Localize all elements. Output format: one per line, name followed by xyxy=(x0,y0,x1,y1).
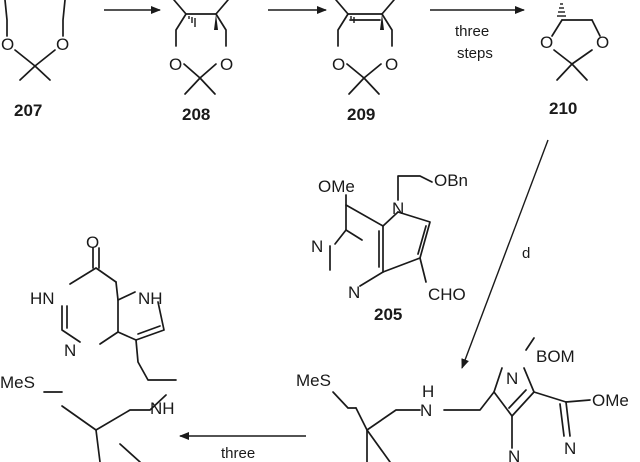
atom-o-207b: O xyxy=(56,35,69,54)
reaction-arrow-d xyxy=(461,139,549,369)
compound-label-208: 208 xyxy=(182,105,210,124)
compound-205-structure: OMe N OBn N N CHO xyxy=(311,171,468,304)
atom-o-207a: O xyxy=(1,35,14,54)
atom-n-final: N xyxy=(64,341,76,360)
atom-o-210b: O xyxy=(596,33,609,52)
compound-210-structure: O O xyxy=(540,3,609,81)
atom-mes-bom: MeS xyxy=(296,371,331,390)
atom-n-205a: N xyxy=(311,237,323,256)
compound-label-205: 205 xyxy=(374,305,402,324)
atom-ome-bom: OMe xyxy=(592,391,629,410)
atom-obn-205: OBn xyxy=(434,171,468,190)
compound-label-210: 210 xyxy=(549,99,577,118)
atom-mes-final: MeS xyxy=(0,373,35,392)
compound-bom-intermediate-structure: MeS H N N BOM OMe N N xyxy=(296,337,629,462)
condition-three-bottom: three xyxy=(221,445,255,462)
atom-n-bom: N xyxy=(420,401,432,420)
atom-n-205-pyrrole: N xyxy=(392,199,404,218)
atom-nh-final-amine: NH xyxy=(150,399,175,418)
atom-o-209a: O xyxy=(332,55,345,74)
compound-final-product-structure: O HN NH N MeS NH xyxy=(0,233,177,462)
compound-208-structure: O O xyxy=(169,0,233,95)
atom-ome-205: OMe xyxy=(318,177,355,196)
atom-n-bom-pyrrole: N xyxy=(506,369,518,388)
atom-n-imidate: N xyxy=(564,439,576,458)
atom-cho-205: CHO xyxy=(428,285,466,304)
atom-bom: BOM xyxy=(536,347,575,366)
condition-three: three xyxy=(455,23,489,40)
atom-n-205b: N xyxy=(348,283,360,302)
atom-o-208a: O xyxy=(169,55,182,74)
atom-nh-final-pyrrole: NH xyxy=(138,289,163,308)
compound-209-structure: O O xyxy=(332,0,398,95)
compound-label-207: 207 xyxy=(14,101,42,120)
atom-h-bom: H xyxy=(422,382,434,401)
compound-label-209: 209 xyxy=(347,105,375,124)
condition-d: d xyxy=(522,245,530,262)
compound-207-structure: O O xyxy=(1,0,69,81)
atom-n-bom-lower: N xyxy=(508,447,520,462)
atom-o-209b: O xyxy=(385,55,398,74)
atom-o-208b: O xyxy=(220,55,233,74)
atom-hn-final: HN xyxy=(30,289,55,308)
atom-o-final: O xyxy=(86,233,99,252)
condition-steps: steps xyxy=(457,45,493,62)
atom-o-210a: O xyxy=(540,33,553,52)
